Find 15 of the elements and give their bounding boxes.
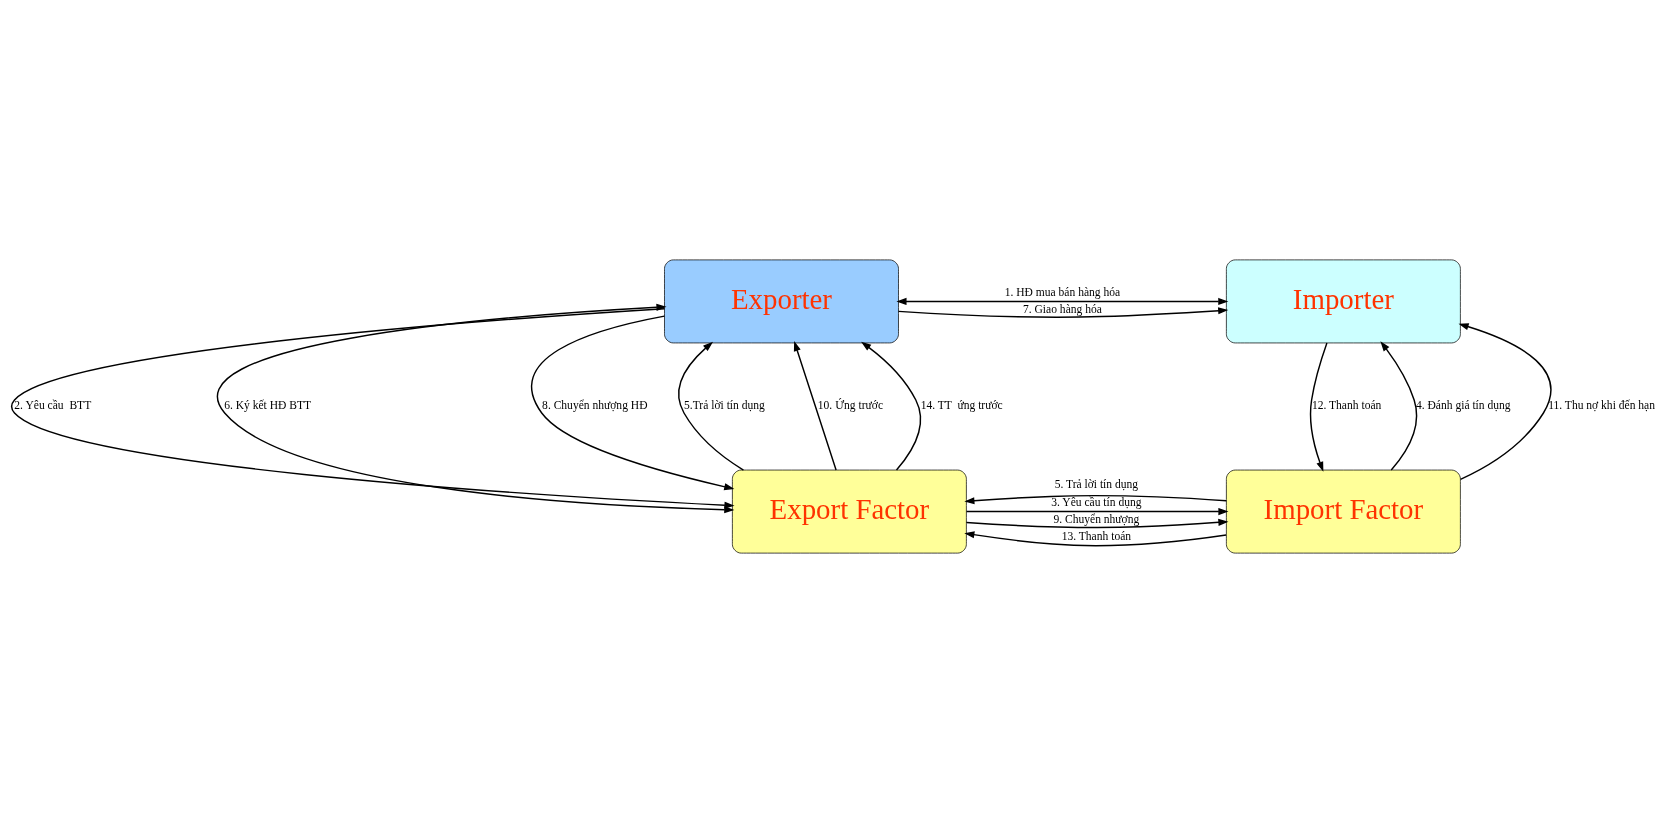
edge-label: 9. Chuyển nhượng: [1053, 512, 1140, 525]
edge-label: 14. TT ứng trước: [920, 399, 1003, 412]
edge-label: 5.Trả lời tín dụng: [684, 399, 765, 412]
edge-label: 13. Thanh toán: [1061, 530, 1132, 543]
edge-label: 10. Ứng trước: [817, 399, 884, 412]
edge-label: 11. Thu nợ khi đến hạn: [1548, 399, 1655, 412]
edge-label: 12. Thanh toán: [1311, 399, 1382, 412]
edge-label: 6. Ký kết HĐ BTT: [224, 399, 312, 412]
edge-label: 5. Trả lời tín dụng: [1054, 478, 1139, 491]
edge-label: 3. Yêu cầu tín dụng: [1051, 495, 1142, 508]
edge-label: 8. Chuyển nhượng HĐ: [542, 399, 648, 412]
edge-label: 2. Yêu cầu BTT: [14, 399, 92, 412]
edge-label: 4. Đánh giá tín dụng: [1415, 399, 1511, 412]
edge-label: 1. HĐ mua bán hàng hóa: [1004, 285, 1121, 298]
edge-label: 7. Giao hàng hóa: [1022, 302, 1102, 315]
